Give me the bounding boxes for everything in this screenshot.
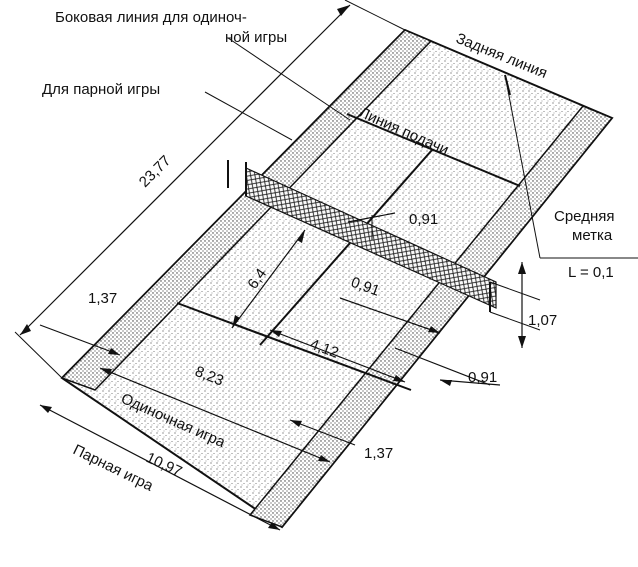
- net-center-height-value: 0,91: [409, 211, 438, 228]
- center-service-line: [259, 149, 433, 346]
- alley-right-value: 1,37: [364, 445, 393, 462]
- doubles-alley-right: [248, 105, 614, 528]
- alley-left-value: 1,37: [88, 290, 117, 307]
- doubles-alley-left: [60, 29, 433, 391]
- service-line-far: [346, 113, 521, 187]
- post-offset-b-value: 0,91: [468, 369, 497, 386]
- doubles-width-label: Парная игра: [70, 441, 156, 495]
- center-mark-label-line1: Средняя: [554, 208, 614, 225]
- center-mark-label-line2: метка: [572, 227, 613, 244]
- singles-sideline-label-line1: Боковая линия для одиноч-: [55, 9, 247, 26]
- service-line-near: [176, 302, 412, 391]
- court-length-value: 23,77: [136, 152, 175, 191]
- singles-sideline-label-line2: ной игры: [225, 29, 287, 46]
- net-post-height-value: 1,07: [528, 312, 557, 329]
- center-mark-length-label: L = 0,1: [568, 264, 614, 281]
- doubles-sideline-label: Для парной игры: [42, 81, 160, 98]
